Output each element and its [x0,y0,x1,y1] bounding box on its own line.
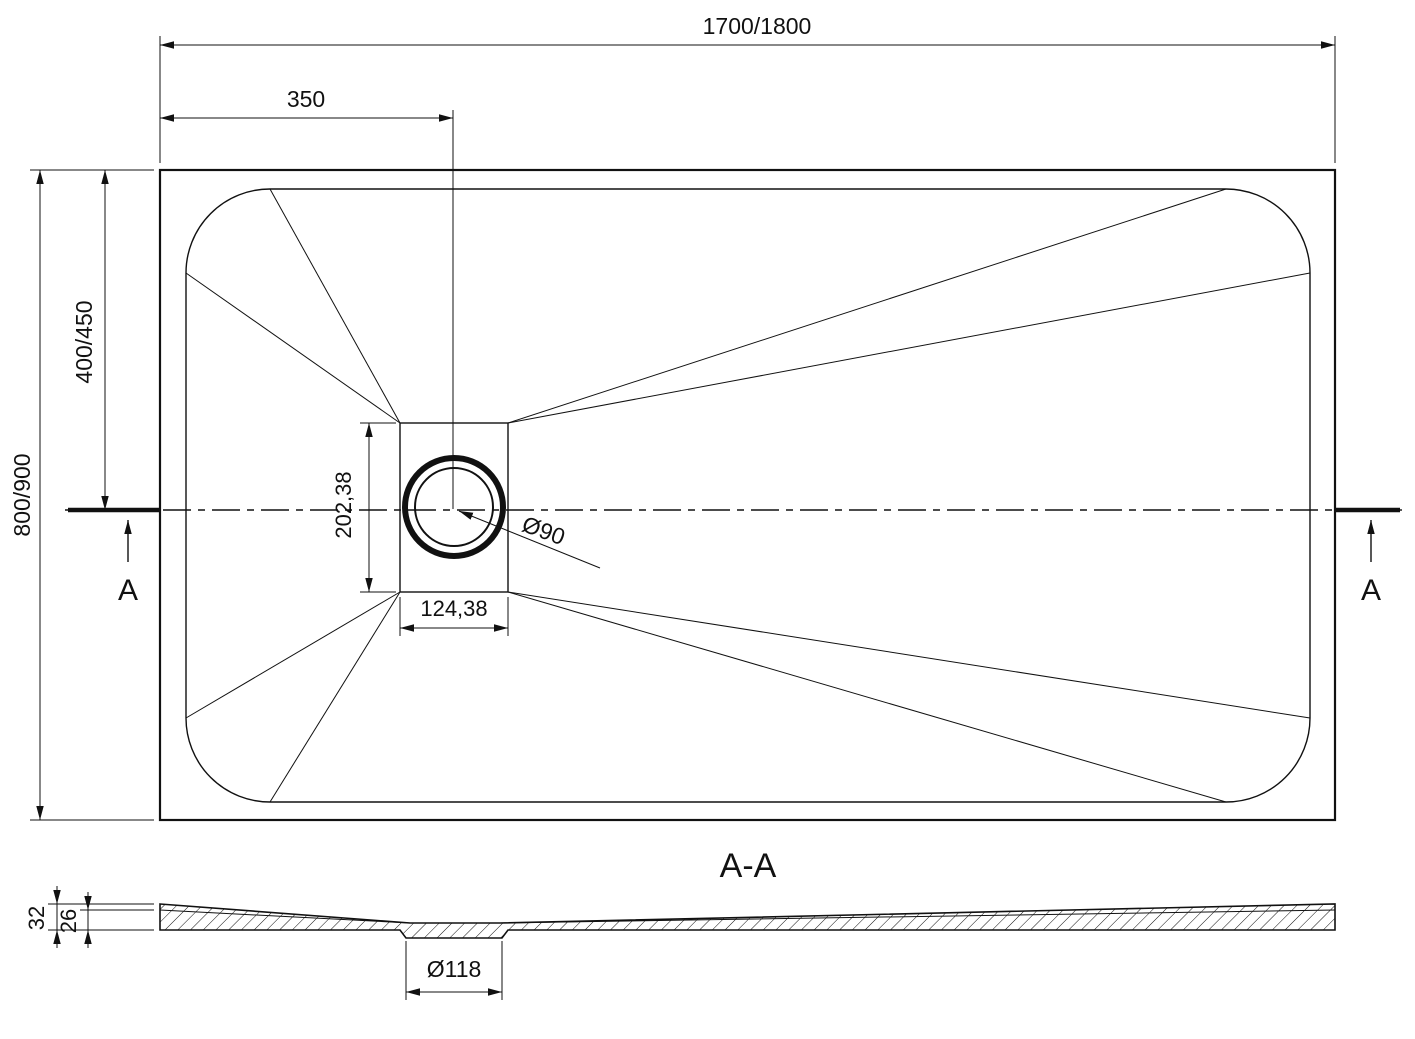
dim-drain-box-height: 202,38 [331,422,396,593]
dim-drain-box-width-label: 124,38 [420,596,487,621]
dim-inner-height-label: 26 [56,909,81,933]
dim-drain-hole-diameter: Ø118 [405,941,503,1000]
dim-overall-depth-label: 800/900 [9,453,35,536]
dim-inner-height: 26 [56,892,154,948]
tray-outer-edge [158,168,1337,822]
drain-slope-lines [185,188,1311,803]
section-inner-surface-right [499,909,1336,924]
dim-overall-depth: 800/900 [9,169,154,821]
section-profile [159,903,1336,939]
drain-ring-outer [402,455,506,559]
section-arrow-left: A [118,520,138,607]
section-arrow-right: A [1361,520,1381,607]
dim-edge-height-label: 32 [24,906,49,930]
dim-drain-box-height-label: 202,38 [331,471,356,538]
dim-edge-height: 32 [24,886,154,948]
dim-drain-offset-label: 350 [287,86,325,112]
section-title: A-A [720,847,777,885]
basin-inner-edge [185,188,1311,803]
dim-overall-width-label: 1700/1800 [703,13,812,39]
section-view: A-A 32 26 Ø118 [24,847,1336,1000]
section-marker-right-label: A [1361,574,1381,607]
drain-ring-inner [414,467,494,547]
section-marker-left-label: A [118,574,138,607]
dim-axis-offset-label: 400/450 [71,300,97,383]
dim-overall-width: 1700/1800 [159,13,1336,163]
dim-drain-offset: 350 [160,86,454,509]
drain-box [399,422,509,593]
dim-drain-hole-diameter-label: Ø118 [427,956,482,982]
dim-drain-box-width: 124,38 [399,596,509,636]
dim-axis-offset: 400/450 [71,170,109,510]
top-view: A A 1700/1800 350 800/900 [9,13,1402,822]
section-inner-surface-left [159,909,411,924]
dim-drain-diameter-label: Ø90 [519,511,569,550]
dim-drain-diameter: Ø90 [458,510,601,569]
